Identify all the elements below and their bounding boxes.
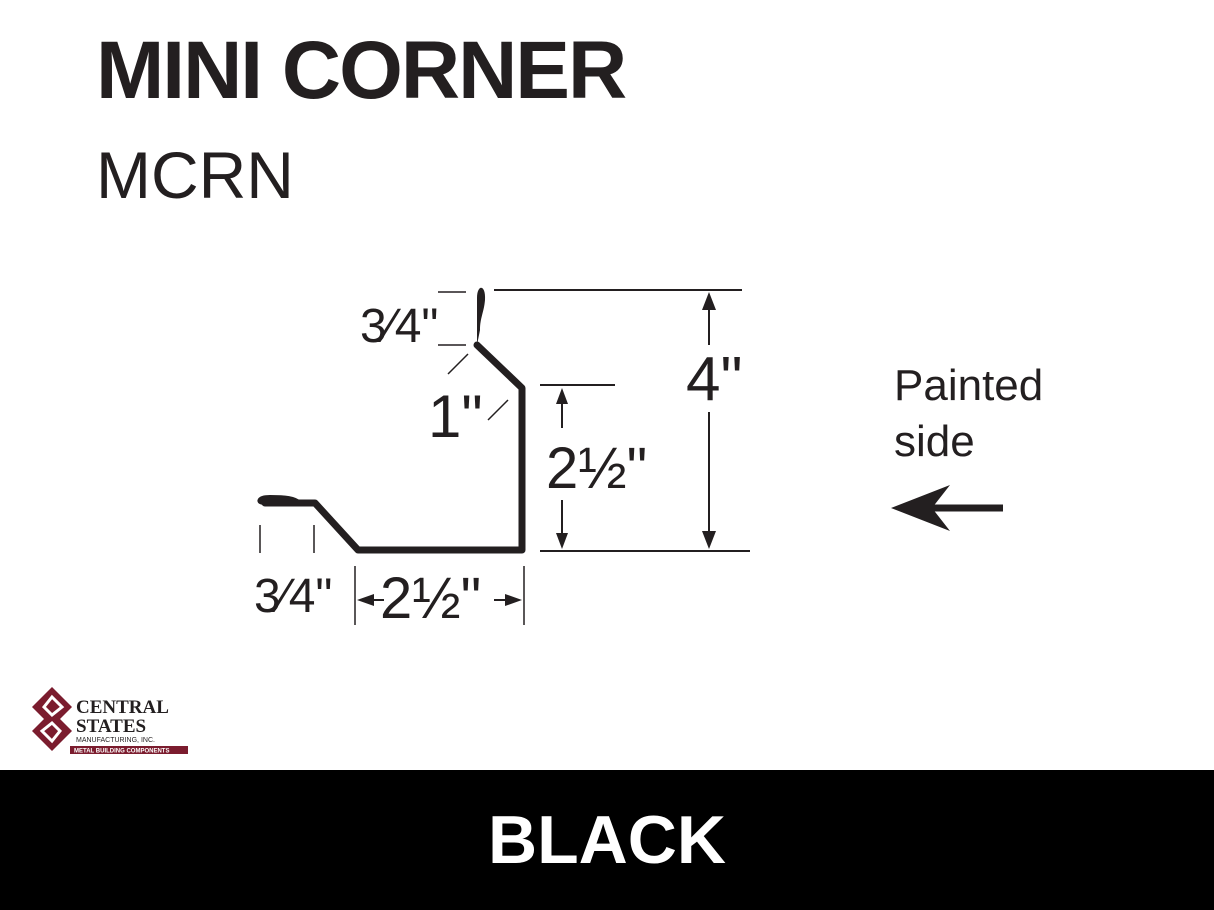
top-hem: [477, 287, 486, 345]
dim-bottom-hem: 3⁄4": [254, 570, 332, 623]
product-title: MINI CORNER: [96, 25, 627, 116]
svg-text:METAL BUILDING COMPONENTS: METAL BUILDING COMPONENTS: [74, 749, 169, 755]
dimension-4in: [494, 289, 750, 552]
painted-side-line2: side: [894, 417, 975, 466]
color-banner: BLACK: [0, 770, 1214, 910]
bottom-hem: [257, 494, 305, 505]
dim-top-slope: 1": [428, 383, 483, 450]
company-logo: CENTRAL STATES MANUFACTURING, INC. METAL…: [30, 685, 195, 765]
profile-shape: [261, 341, 526, 554]
svg-text:MANUFACTURING, INC.: MANUFACTURING, INC.: [76, 737, 155, 744]
dim-top-hem: 3⁄4": [360, 300, 438, 353]
dim-bottom-width: 2½": [380, 566, 481, 631]
dim-height-upper: 2½": [546, 436, 647, 501]
color-name: BLACK: [488, 802, 726, 878]
svg-text:STATES: STATES: [76, 716, 146, 737]
product-code: MCRN: [96, 138, 294, 212]
svg-text:CENTRAL: CENTRAL: [76, 697, 169, 718]
dim-height-total: 4": [686, 345, 743, 414]
arrow-left-icon: [891, 485, 1003, 531]
painted-side-line1: Painted: [894, 361, 1043, 410]
